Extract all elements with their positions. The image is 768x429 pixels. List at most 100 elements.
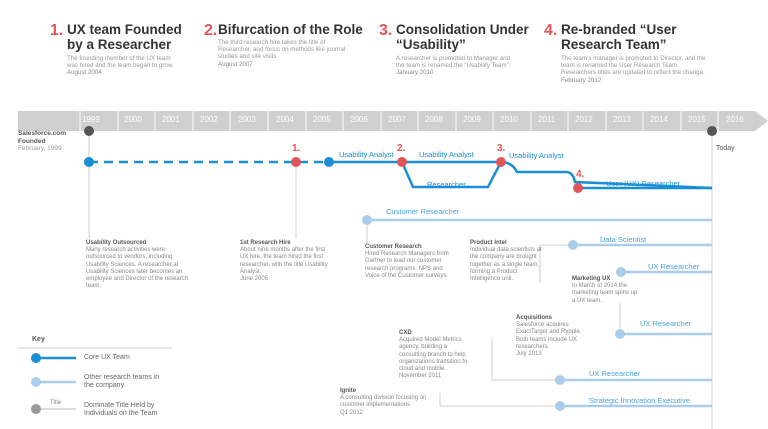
year-label: 2012 xyxy=(575,115,593,124)
note-usability-outsourced: Usability Outsourced Many research activ… xyxy=(86,240,188,290)
note-line: Q1 2012 xyxy=(340,409,364,416)
researcher-label: Researcher xyxy=(427,180,466,189)
today-label: Today xyxy=(716,145,735,152)
note-first-hire: 1st Research Hire About nine months afte… xyxy=(240,240,328,283)
marker-4-dot xyxy=(573,183,583,193)
year-label: 2004 xyxy=(276,115,294,124)
milestone-number: 1. xyxy=(50,22,64,39)
milestone-title: Re-branded “User xyxy=(561,22,677,37)
note-line: researcher, with the title Usability xyxy=(240,261,328,268)
founded-dot xyxy=(84,126,94,136)
year-label: 2009 xyxy=(463,115,481,124)
milestone-title: UX team Founded xyxy=(67,22,182,37)
milestone-desc-line2: team is renamed the User Research Team. xyxy=(561,62,679,69)
marker-4-label: 4. xyxy=(576,169,585,180)
note-title: 1st Research Hire xyxy=(240,240,291,246)
key-other-label: Other research teams in the company xyxy=(84,374,159,390)
note-line: Individual data scientists at xyxy=(470,247,542,254)
year-label: 2008 xyxy=(425,115,443,124)
note-line: November 2011 xyxy=(399,373,442,380)
year-label: 2015 xyxy=(688,115,706,124)
note-product-intel: Product Intel Individual data scientists… xyxy=(470,240,542,283)
milestone-desc-line2: was hired and the team began to grow. xyxy=(67,62,174,69)
usability-analyst-label: Usability Analyst xyxy=(509,151,564,160)
note-line: marketing team spins up xyxy=(572,290,638,297)
founded-title: Salesforce.com xyxy=(18,130,67,137)
milestone-date: January 2010 xyxy=(396,69,434,76)
note-line: team. xyxy=(86,283,102,290)
note-title: Marketing UX xyxy=(572,276,611,282)
note-title: CXD xyxy=(399,330,412,336)
customer-research-dot xyxy=(362,215,372,225)
core-start-dot xyxy=(84,157,94,167)
first-hire-dot xyxy=(324,157,334,167)
year-label: 2001 xyxy=(162,115,180,124)
year-label: 2014 xyxy=(650,115,668,124)
note-line: Acquired Model Metrics xyxy=(399,337,462,344)
note-line: the company are brought xyxy=(470,254,537,261)
note-line: Gartner to lead our customer xyxy=(365,258,442,265)
cxd-dot xyxy=(555,375,565,385)
key-dominant-label: Dominate Title Held by Individuals on th… xyxy=(84,402,157,418)
note-cxd: CXD Acquired Model Metrics agency, build… xyxy=(399,330,467,380)
note-title: Acquisitions xyxy=(516,315,553,321)
key-core-label: Core UX Team xyxy=(84,354,130,361)
note-line: ExactTarget and Rypple. xyxy=(516,329,582,336)
researcher-branch xyxy=(400,161,503,189)
note-acquisitions: Acquisitions Salesforce acquires ExactTa… xyxy=(516,315,581,358)
user-ux-researcher-label: User (UX) Researcher xyxy=(606,179,681,188)
note-line: Salesforce acquires xyxy=(516,322,569,329)
marker-3-dot xyxy=(496,157,506,167)
note-title: Ignite xyxy=(340,388,356,394)
founded-date: February, 1999 xyxy=(18,145,62,152)
year-label: 2002 xyxy=(200,115,218,124)
year-label: 2006 xyxy=(350,115,368,124)
milestone-date: August 2004 xyxy=(67,69,102,76)
milestone-title-line2: Research Team” xyxy=(561,37,667,52)
milestone-number: 2. xyxy=(204,22,218,39)
note-line: Both teams include UX xyxy=(516,336,578,343)
ignite-dot xyxy=(555,401,565,411)
note-line: July 2013 xyxy=(516,351,542,358)
today-dot xyxy=(707,126,717,136)
year-label: 2005 xyxy=(313,115,331,124)
strategic-innovation-label: Strategic Innovation Executive xyxy=(589,396,690,405)
milestone-desc-line2: Researcher, and focus on methods like jo… xyxy=(218,46,346,53)
key-title-tag: Title xyxy=(50,400,62,406)
year-label: 2000 xyxy=(124,115,142,124)
milestone-desc: The third research hire takes the title … xyxy=(218,39,326,46)
year-label: 2007 xyxy=(388,115,406,124)
note-line: Intelligence unit. xyxy=(470,276,514,283)
note-line: consulting branch to help xyxy=(399,351,466,358)
year-label: 2003 xyxy=(238,115,256,124)
customer-researcher-label: Customer Researcher xyxy=(386,207,460,216)
note-line: employee and Director of the research xyxy=(86,276,189,283)
year-label: 2011 xyxy=(538,115,556,124)
key-dominant-line1: Dominate Title Held by xyxy=(84,402,155,409)
milestone-date: August 2007 xyxy=(218,61,253,68)
year-label: 2016 xyxy=(726,115,744,124)
year-band xyxy=(18,111,768,131)
note-ignite: Ignite A consulting division focusing on… xyxy=(340,388,426,417)
milestone-desc-line3: studies and site visits. xyxy=(218,53,279,60)
ux-researcher-label: UX Researcher xyxy=(648,262,700,271)
note-line: In March of 2014 the xyxy=(572,283,628,290)
usability-analyst-label: Usability Analyst xyxy=(419,150,474,159)
data-scientist-label: Data Scientist xyxy=(600,235,647,244)
note-customer-research: Customer Research Hired Research Manager… xyxy=(365,244,449,280)
data-scientist-dot xyxy=(568,240,578,250)
marketing-ux-dot xyxy=(616,267,626,277)
note-title: Customer Research xyxy=(365,244,422,250)
ux-researcher-label: UX Researcher xyxy=(589,369,641,378)
note-line: Usability Sciences later becomes an xyxy=(86,268,183,275)
year-label: 2010 xyxy=(500,115,518,124)
note-line: research programs. NPS and xyxy=(365,265,443,272)
milestone-title-line2: by a Researcher xyxy=(67,37,172,52)
marker-3-label: 3. xyxy=(497,143,506,154)
milestone-date: February 2012 xyxy=(561,77,602,84)
key-title: Key xyxy=(32,336,45,343)
note-line: agency, building a xyxy=(399,344,447,351)
key-other-line1: Other research teams in xyxy=(84,374,160,381)
milestone-number: 3. xyxy=(379,22,393,39)
